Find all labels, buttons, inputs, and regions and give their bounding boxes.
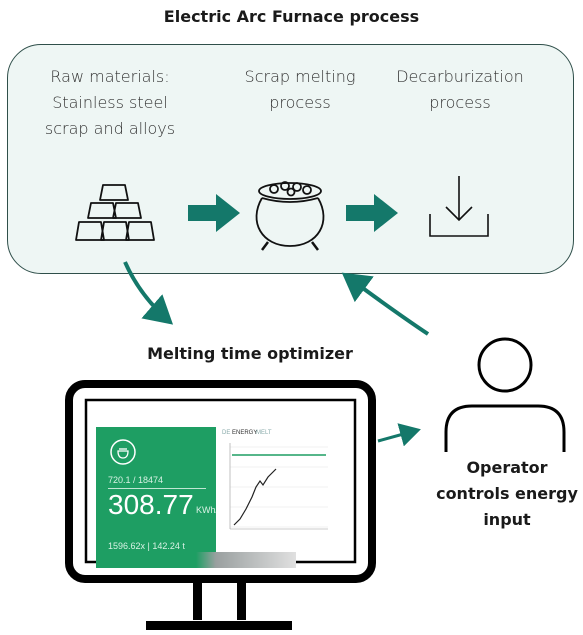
step-label-line: process: [269, 93, 331, 112]
monitor-icon: [65, 380, 376, 630]
arrow-to-operator: [377, 423, 421, 447]
download-tray-icon: [429, 176, 489, 237]
person-icon: [444, 337, 566, 452]
arrow-to-melting: [341, 272, 430, 336]
step-scrap-melting-label: Scrap melting process: [225, 64, 375, 116]
step-label-line: Raw materials:: [50, 67, 170, 86]
meter-panel: 720.1 / 18474 308.77 KWh/t 1596.62x | 14…: [96, 427, 221, 568]
energy-line: [233, 468, 277, 526]
step-label-line: Scrap melting: [244, 67, 356, 86]
meter-value: 308.77: [108, 489, 194, 520]
operator-label-line: Operator: [466, 458, 548, 477]
meter-ratio: 720.1 / 18474: [108, 475, 164, 485]
step-label-line: Decarburization: [396, 67, 524, 86]
step-decarburization-label: Decarburization process: [375, 64, 545, 116]
arrow-to-optimizer: [123, 261, 174, 325]
meter-footer: 1596.62x | 142.24 t: [108, 541, 185, 551]
optimizer-title: Melting time optimizer: [147, 344, 353, 363]
operator-label-line: controls energy: [436, 484, 578, 503]
step-raw-materials-label: Raw materials: Stainless steel scrap and…: [20, 64, 200, 142]
flow-arrow-2: [346, 194, 398, 232]
diagram-title: Electric Arc Furnace process: [163, 7, 420, 26]
step-label-line: scrap and alloys: [44, 119, 176, 138]
operator-label: Operator controls energy input: [432, 455, 582, 533]
chart-tab: MELT: [256, 430, 272, 436]
chart-tab: DE: [222, 430, 231, 436]
trend-panel: DE ENERGY MELT: [216, 427, 336, 552]
gold-bars-icon: [75, 184, 155, 241]
meter-pot-icon: [110, 439, 136, 465]
operator-label-line: input: [483, 510, 531, 529]
meter-unit: KWh/t: [196, 505, 221, 515]
step-label-line: Stainless steel: [52, 93, 168, 112]
chart-tab: ENERGY: [232, 430, 258, 436]
trend-chart: [229, 443, 328, 530]
meter-divider: [108, 488, 206, 489]
cauldron-icon: [255, 181, 325, 251]
step-label-line: process: [429, 93, 491, 112]
screen-shadow: [96, 552, 296, 568]
flow-arrow-1: [188, 194, 240, 232]
